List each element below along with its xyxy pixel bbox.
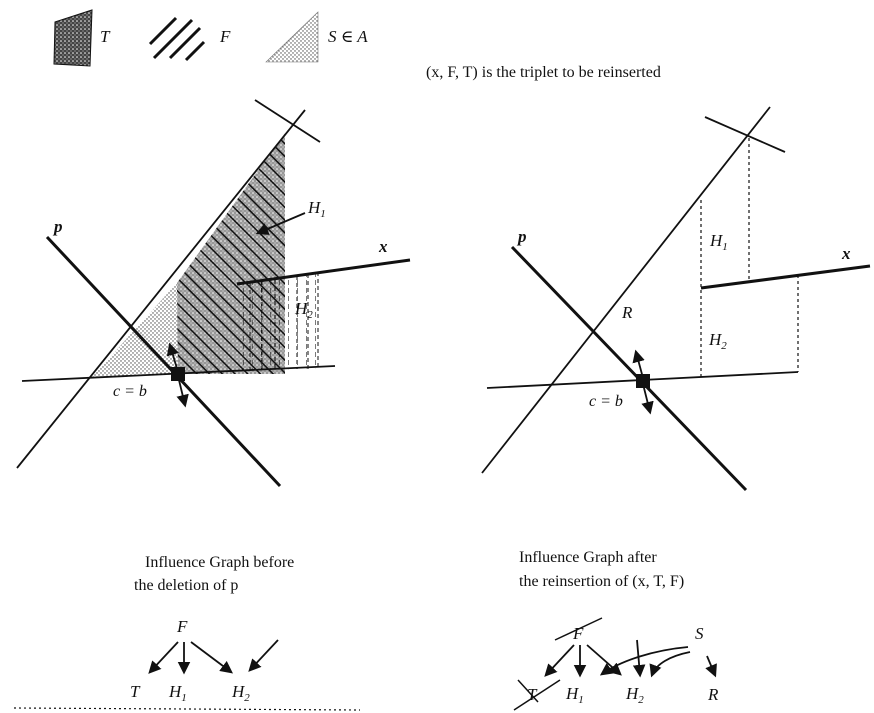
- left-label-x: x: [378, 237, 388, 256]
- left-line-diagonal: [16, 109, 306, 469]
- graph-before-node-h1: H1: [168, 682, 187, 704]
- graph-after-node-h1: H1: [565, 684, 584, 706]
- left-point-cb: [171, 367, 185, 381]
- graph-after-caption-line2: the reinsertion of (x, T, F): [519, 573, 684, 590]
- legend-s-label: S ∈ A: [328, 27, 368, 46]
- graph-after-node-f: F: [572, 624, 584, 643]
- graph-after-node-s: S: [695, 624, 704, 643]
- legend-s-swatch: [265, 11, 319, 63]
- left-line-x: [236, 258, 411, 286]
- graph-after-node-h2: H2: [625, 684, 644, 706]
- left-line-top-cut: [254, 99, 321, 143]
- left-region-h2: [240, 272, 320, 371]
- graph-after-edges: [544, 639, 717, 678]
- right-point-cb: [636, 374, 650, 388]
- right-line-x: [700, 264, 871, 290]
- left-figure: p x H1 H2 c = b: [16, 99, 411, 488]
- graph-before-node-h2: H2: [231, 682, 250, 704]
- right-figure: p x H1 H2 R c = b: [481, 106, 871, 492]
- left-label-cb: c = b: [113, 383, 147, 400]
- graph-before-caption-line1: Influence Graph before: [145, 554, 294, 571]
- left-h1-arrow: [255, 212, 306, 235]
- right-label-cb: c = b: [589, 393, 623, 410]
- graph-before-node-f: F: [176, 617, 188, 636]
- right-label-h2: H2: [708, 330, 727, 352]
- legend: T F S ∈ A: [53, 9, 368, 67]
- right-line-top-cut: [704, 116, 786, 153]
- graph-before: Influence Graph before the deletion of p…: [13, 554, 361, 711]
- legend-f-swatch: [148, 16, 206, 62]
- legend-f-label: F: [219, 27, 231, 46]
- graph-before-caption-line2: the deletion of p: [134, 577, 238, 594]
- right-label-x: x: [841, 244, 851, 263]
- right-down-arrow: [641, 383, 654, 415]
- right-label-r: R: [621, 303, 633, 322]
- left-label-h2: H2: [294, 299, 313, 321]
- right-line-p: [510, 245, 748, 492]
- legend-t-swatch: [53, 9, 93, 67]
- graph-after: Influence Graph after the reinsertion of…: [513, 549, 719, 711]
- right-region-dashes: [700, 138, 799, 379]
- graph-after-cross-marks: [513, 617, 603, 711]
- left-h2-dashes: [249, 272, 319, 372]
- graph-after-node-r: R: [707, 685, 719, 704]
- right-line-diagonal: [481, 106, 771, 474]
- left-line-p: [45, 235, 282, 488]
- right-label-p: p: [516, 227, 527, 246]
- left-label-h1: H1: [307, 198, 326, 220]
- legend-t-label: T: [100, 27, 111, 46]
- left-label-p: p: [52, 217, 63, 236]
- graph-before-edges: [148, 639, 279, 675]
- right-label-h1: H1: [709, 231, 728, 253]
- graph-after-caption-line1: Influence Graph after: [519, 549, 657, 566]
- caption-top: (x, F, T) is the triplet to be reinserte…: [426, 64, 661, 81]
- graph-before-dotted-line: [13, 707, 361, 711]
- right-up-arrow: [632, 349, 645, 379]
- graph-before-node-t: T: [130, 682, 141, 701]
- graph-after-node-t: T: [527, 685, 538, 704]
